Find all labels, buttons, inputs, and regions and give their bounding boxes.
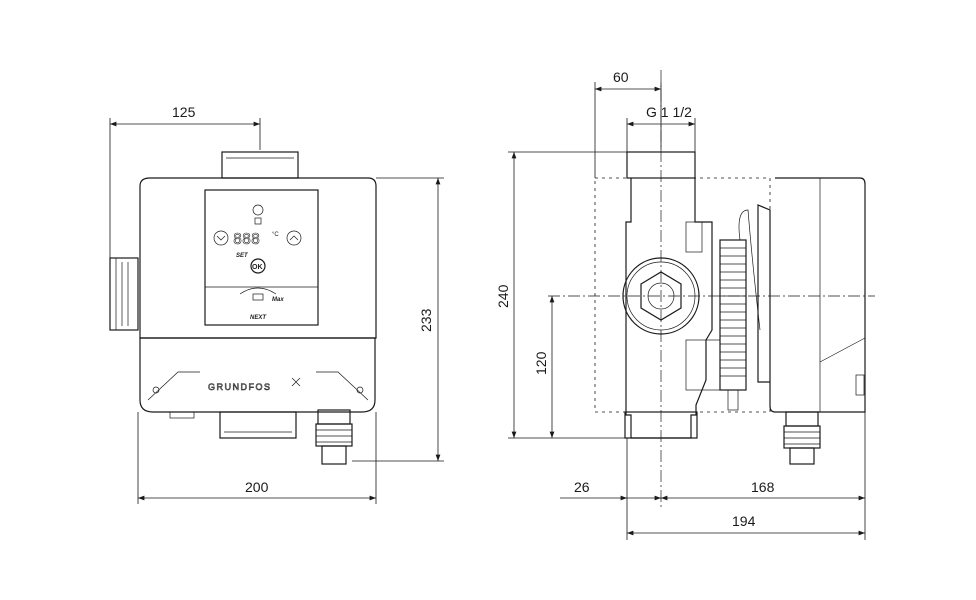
cable-gland-front	[315, 409, 353, 465]
grundfos-logo: GRUNDFOS	[208, 382, 272, 392]
control-panel: 888 °C SET OK Max NEXT	[204, 189, 319, 326]
wifi-button-icon[interactable]	[252, 204, 264, 216]
down-button-icon[interactable]	[213, 230, 229, 246]
dim-120-label: 120	[533, 351, 549, 375]
front-dimensions: 125 233 200	[109, 104, 444, 504]
front-view: GRUNDFOS 888 °C SET OK Max NEXT 125 233 …	[109, 104, 444, 504]
max-label: Max	[272, 297, 284, 303]
dim-240-label: 240	[495, 284, 511, 308]
pump-body-front: GRUNDFOS	[109, 151, 377, 465]
cable-gland-side	[783, 411, 821, 465]
dim-233-label: 233	[418, 308, 434, 332]
dim-200-label: 200	[245, 479, 269, 495]
up-button-icon[interactable]	[286, 230, 302, 246]
dim-thread-label: G 1 1/2	[646, 104, 692, 120]
temperature-display: 888	[233, 230, 260, 248]
dim-60-label: 60	[613, 69, 629, 85]
pump-body-side	[622, 151, 721, 439]
motor-housing-side	[757, 177, 866, 413]
side-view: 60 G 1 1/2 240 120 26 168 194	[495, 69, 875, 540]
set-label: SET	[236, 253, 249, 259]
next-label: NEXT	[250, 315, 267, 321]
side-dimensions: 60 G 1 1/2 240 120 26 168 194	[495, 69, 866, 540]
ok-label: OK	[252, 264, 263, 271]
dim-125-label: 125	[172, 104, 196, 120]
ok-button[interactable]	[250, 258, 266, 274]
dim-194-label: 194	[732, 513, 756, 529]
unit-label: °C	[272, 232, 279, 238]
coil-stator	[719, 209, 761, 411]
lock-icon	[254, 217, 262, 225]
dim-168-label: 168	[751, 479, 775, 495]
dim-26-label: 26	[574, 479, 590, 495]
